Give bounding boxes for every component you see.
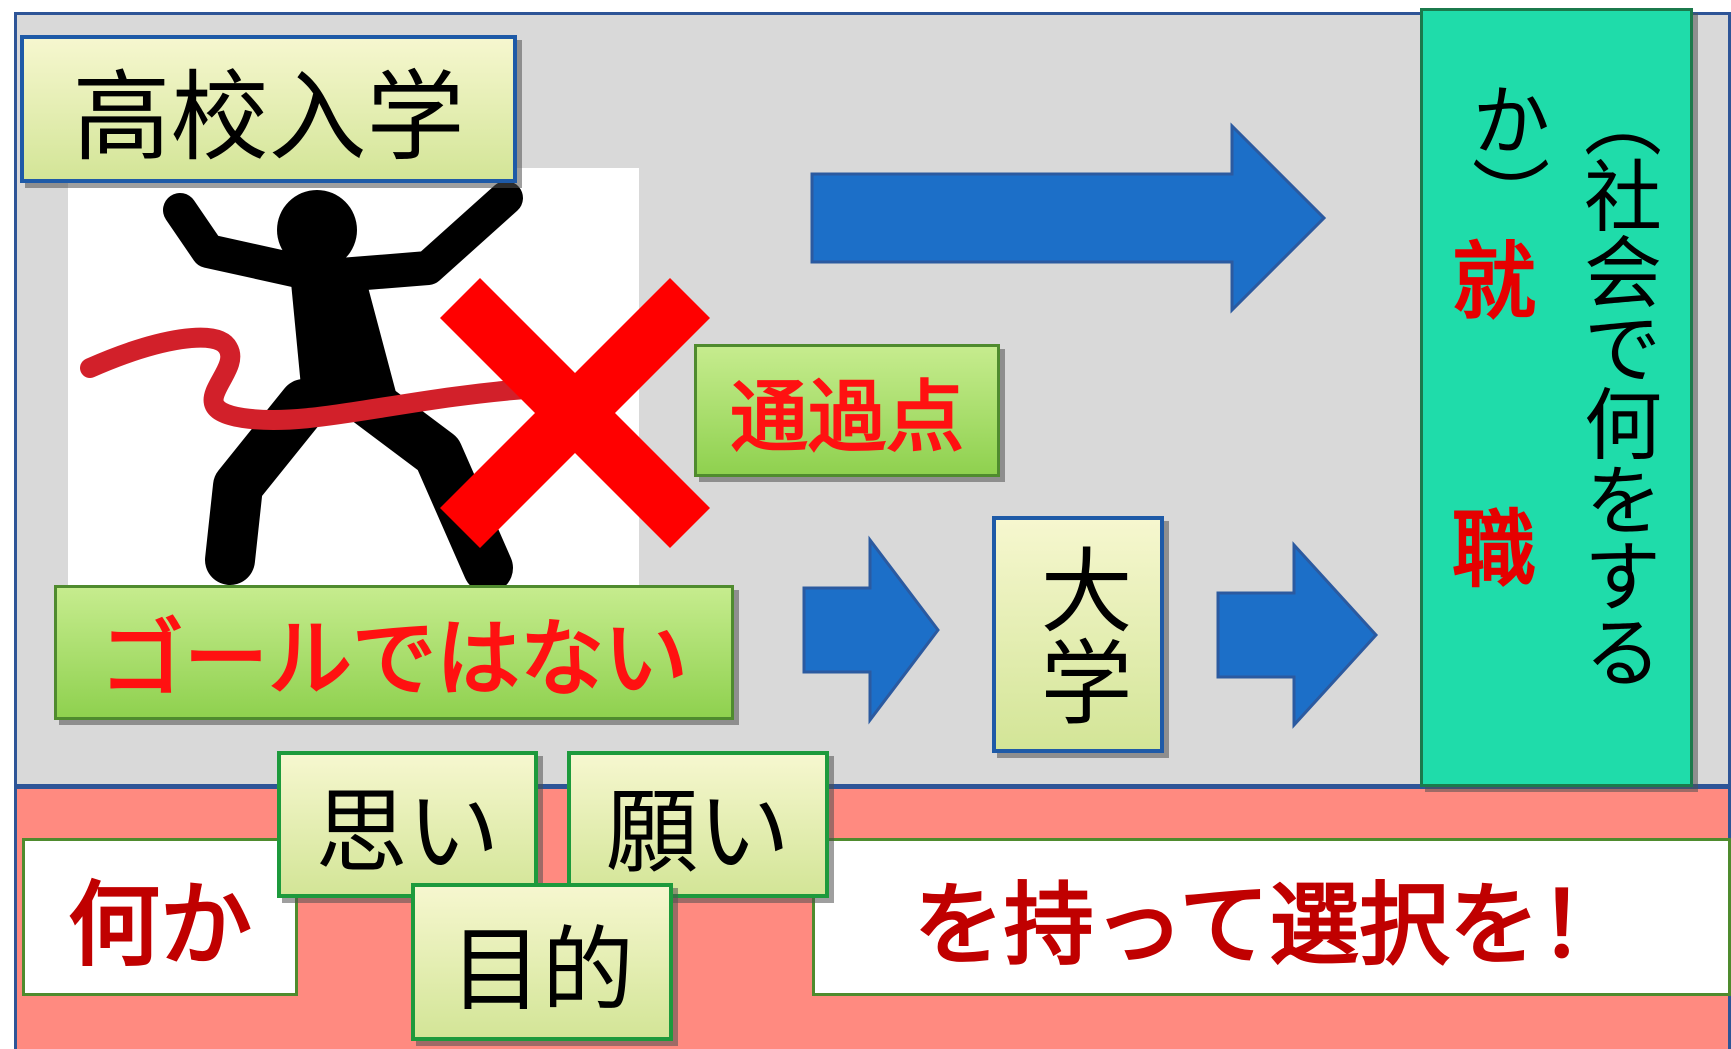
cross-mark-icon	[440, 278, 710, 548]
not-goal-label: ゴールではない	[54, 585, 734, 720]
thought-tag: 思い	[277, 751, 538, 898]
high-school-entry-text: 高校入学	[72, 61, 465, 175]
arrow-right-icon	[1216, 541, 1379, 729]
something-box: 何か	[22, 838, 298, 996]
university-text: 大学	[1025, 542, 1132, 727]
purpose-text: 目的	[449, 916, 634, 1024]
arrow-right-icon	[810, 122, 1327, 314]
runner-crossing-finish-line-icon	[80, 181, 548, 593]
university-box: 大学	[992, 516, 1164, 753]
purpose-tag: 目的	[411, 883, 673, 1041]
wish-text: 願い	[605, 779, 790, 886]
runner-card	[68, 168, 639, 593]
something-text: 何か	[67, 871, 252, 979]
checkpoint-text: 通過点	[729, 372, 964, 463]
have-and-choose-box: を持って選択を！	[812, 838, 1731, 996]
employment-char-2: 職	[1451, 501, 1536, 599]
employment-title: 就 職	[1446, 236, 1542, 596]
employment-box	[1420, 8, 1693, 787]
have-and-choose-text: を持って選択を！	[913, 873, 1630, 978]
arrow-right-icon	[802, 535, 940, 725]
wish-tag: 願い	[567, 751, 829, 898]
not-goal-text: ゴールではない	[99, 610, 688, 708]
employment-note: （社会で何をするか）	[1459, 80, 1661, 688]
thought-text: 思い	[315, 779, 500, 886]
employment-char-1: 就	[1451, 233, 1536, 331]
high-school-entry-label: 高校入学	[20, 35, 517, 183]
checkpoint-label: 通過点	[694, 344, 1000, 477]
